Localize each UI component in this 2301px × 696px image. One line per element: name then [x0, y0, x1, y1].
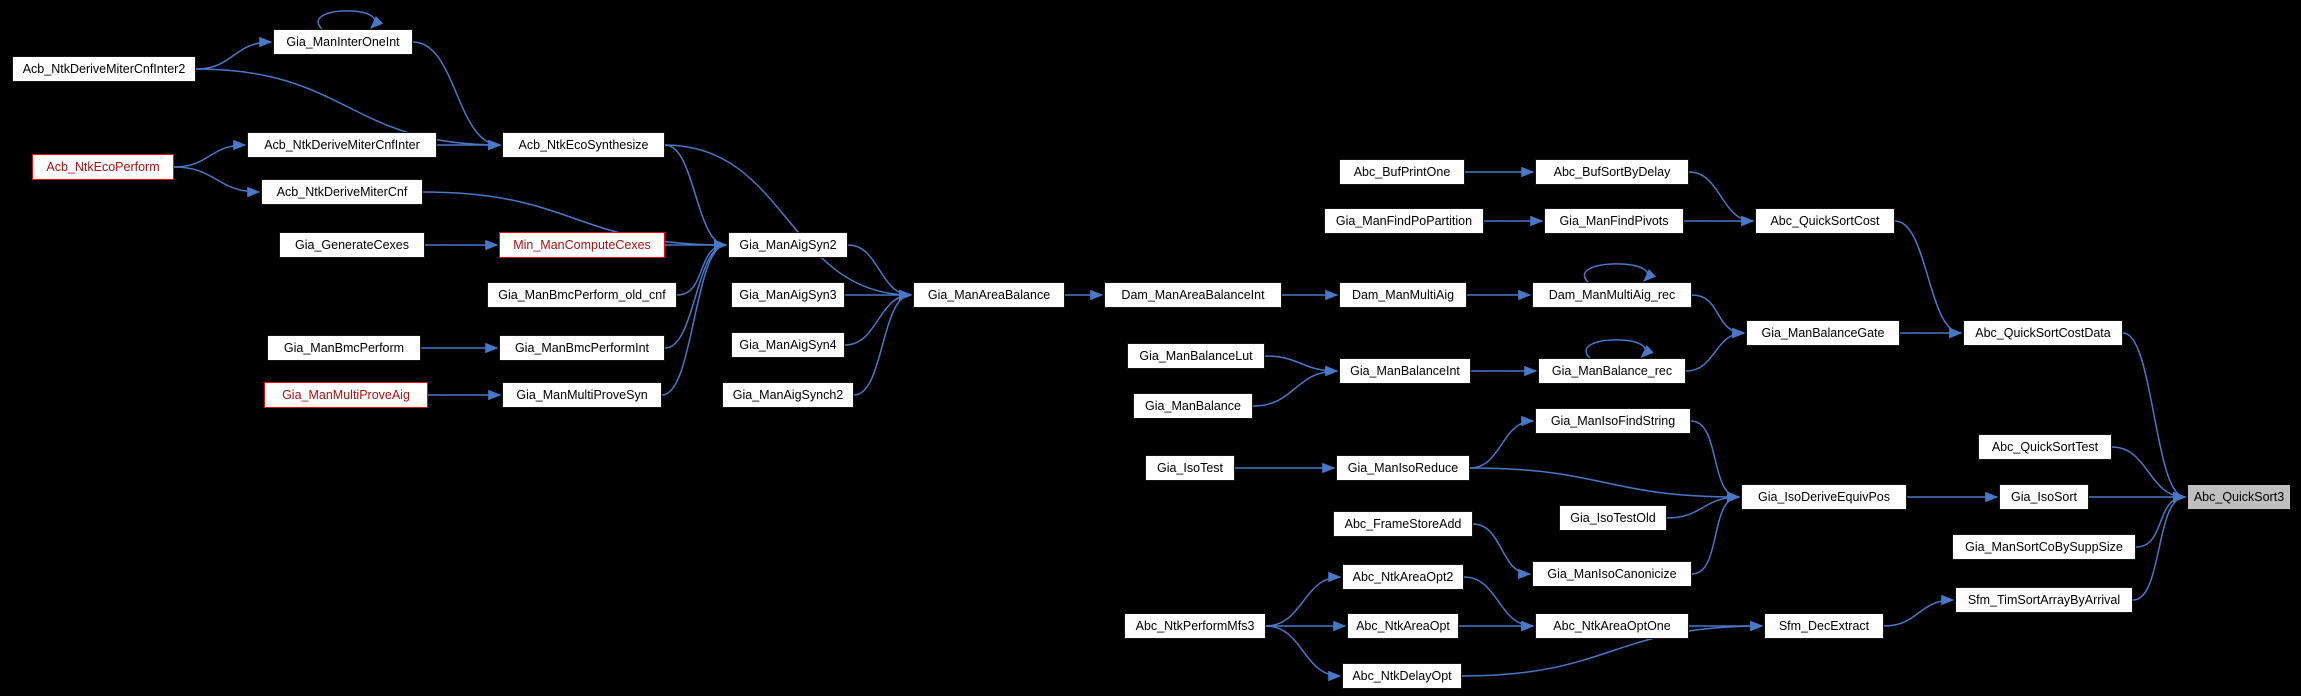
node-Gia_ManSortCoBySuppSize[interactable]: Gia_ManSortCoBySuppSize: [1952, 534, 2136, 560]
node-Sfm_DecExtract[interactable]: Sfm_DecExtract: [1764, 613, 1884, 639]
edge-Gia_ManInterOneInt-Acb_NtkEcoSynthesize: [412, 41, 502, 151]
edge-Gia_IsoTestOld-Gia_IsoDeriveEquivPos: [1666, 491, 1741, 519]
node-Acb_NtkDeriveMiterCnf[interactable]: Acb_NtkDeriveMiterCnf: [261, 179, 423, 205]
node-Gia_ManIsoFindString[interactable]: Gia_ManIsoFindString: [1535, 408, 1691, 434]
node-Dam_ManMultiAig[interactable]: Dam_ManMultiAig: [1339, 282, 1467, 308]
edge-Acb_NtkEcoSynthesize-Gia_ManAreaBalance: [664, 144, 913, 301]
edge-Gia_ManAigSyn4-Gia_ManAreaBalance: [844, 289, 913, 346]
edge-Dam_ManMultiAig_rec-Dam_ManMultiAig_rec: [1583, 263, 1657, 283]
edge-Acb_NtkDeriveMiterCnf-Gia_ManAigSyn2: [422, 191, 728, 251]
node-Gia_ManAigSyn2[interactable]: Gia_ManAigSyn2: [728, 232, 848, 258]
node-Gia_ManInterOneInt[interactable]: Gia_ManInterOneInt: [273, 29, 413, 55]
edge-Acb_NtkDeriveMiterCnfInter2-Gia_ManInterOneInt: [195, 36, 273, 70]
node-Gia_ManMultiProveSyn[interactable]: Gia_ManMultiProveSyn: [502, 382, 662, 408]
edge-Gia_ManInterOneInt-Gia_ManInterOneInt: [317, 10, 384, 30]
edge-Sfm_DecExtract-Sfm_TimSortArrayByArrival: [1883, 594, 1955, 627]
node-Abc_BufPrintOne[interactable]: Abc_BufPrintOne: [1339, 159, 1465, 185]
edge-Gia_ManBalance_rec-Gia_ManBalanceGate: [1685, 327, 1746, 372]
node-Gia_ManIsoReduce[interactable]: Gia_ManIsoReduce: [1336, 455, 1470, 481]
node-Abc_QuickSort3: Abc_QuickSort3: [2187, 484, 2291, 510]
node-Gia_ManIsoCanonicize[interactable]: Gia_ManIsoCanonicize: [1532, 561, 1692, 587]
edge-Abc_NtkDelayOpt-Sfm_DecExtract: [1461, 620, 1764, 677]
node-Abc_QuickSortCostData[interactable]: Abc_QuickSortCostData: [1963, 320, 2123, 346]
edge-Gia_ManAigSynch2-Gia_ManAreaBalance: [853, 289, 913, 396]
node-Abc_NtkPerformMfs3[interactable]: Abc_NtkPerformMfs3: [1124, 613, 1266, 639]
node-Abc_NtkAreaOpt2[interactable]: Abc_NtkAreaOpt2: [1342, 564, 1464, 590]
node-Gia_ManAigSynch2[interactable]: Gia_ManAigSynch2: [722, 382, 854, 408]
node-Abc_FrameStoreAdd[interactable]: Abc_FrameStoreAdd: [1333, 511, 1473, 537]
node-Gia_ManFindPivots[interactable]: Gia_ManFindPivots: [1544, 208, 1684, 234]
node-Gia_ManBalanceLut[interactable]: Gia_ManBalanceLut: [1127, 343, 1265, 369]
node-Gia_ManBmcPerform[interactable]: Gia_ManBmcPerform: [267, 335, 421, 361]
node-Min_ManComputeCexes[interactable]: Min_ManComputeCexes: [499, 232, 665, 258]
node-Gia_IsoTest[interactable]: Gia_IsoTest: [1145, 455, 1235, 481]
node-Gia_ManFindPoPartition[interactable]: Gia_ManFindPoPartition: [1324, 208, 1484, 234]
edge-Gia_ManIsoReduce-Gia_ManIsoFindString: [1469, 415, 1535, 469]
edge-Abc_FrameStoreAdd-Gia_ManIsoCanonicize: [1472, 523, 1532, 580]
node-Gia_ManAigSyn3[interactable]: Gia_ManAigSyn3: [731, 282, 845, 308]
node-Abc_QuickSortTest[interactable]: Abc_QuickSortTest: [1978, 434, 2112, 460]
node-Gia_ManBalanceInt[interactable]: Gia_ManBalanceInt: [1339, 358, 1471, 384]
node-Abc_NtkAreaOpt[interactable]: Abc_NtkAreaOpt: [1347, 613, 1459, 639]
edge-Dam_ManMultiAig_rec-Gia_ManBalanceGate: [1691, 294, 1746, 339]
node-Gia_IsoTestOld[interactable]: Gia_IsoTestOld: [1559, 505, 1667, 531]
edge-Abc_NtkPerformMfs3-Abc_NtkAreaOpt2: [1265, 571, 1342, 627]
edge-Gia_ManBalance-Gia_ManBalanceInt: [1252, 365, 1339, 407]
node-Acb_NtkDeriveMiterCnfInter[interactable]: Acb_NtkDeriveMiterCnfInter: [247, 132, 437, 158]
node-Acb_NtkEcoPerform[interactable]: Acb_NtkEcoPerform: [32, 154, 174, 180]
node-Sfm_TimSortArrayByArrival[interactable]: Sfm_TimSortArrayByArrival: [1955, 587, 2133, 613]
edge-Acb_NtkEcoSynthesize-Gia_ManAigSyn2: [664, 144, 728, 251]
edge-Gia_ManIsoFindString-Gia_IsoDeriveEquivPos: [1690, 420, 1741, 503]
node-Gia_ManBmcPerform_old_cnf[interactable]: Gia_ManBmcPerform_old_cnf: [487, 282, 677, 308]
node-Gia_ManAigSyn4[interactable]: Gia_ManAigSyn4: [731, 332, 845, 358]
node-Gia_ManMultiProveAig[interactable]: Gia_ManMultiProveAig: [264, 382, 428, 408]
node-Gia_ManAreaBalance[interactable]: Gia_ManAreaBalance: [913, 282, 1065, 308]
edge-Gia_ManIsoReduce-Gia_IsoDeriveEquivPos: [1469, 467, 1741, 503]
edge-Abc_QuickSortCost-Abc_QuickSortCostData: [1894, 220, 1963, 339]
node-Dam_ManAreaBalanceInt[interactable]: Dam_ManAreaBalanceInt: [1104, 282, 1282, 308]
edge-Acb_NtkDeriveMiterCnfInter2-Acb_NtkEcoSynthesize: [195, 68, 502, 151]
node-Gia_ManBalance_rec[interactable]: Gia_ManBalance_rec: [1538, 358, 1686, 384]
edge-Abc_BufSortByDelay-Abc_QuickSortCost: [1688, 171, 1755, 227]
edge-Gia_ManBalance_rec-Gia_ManBalance_rec: [1585, 339, 1654, 359]
node-Gia_ManBalanceGate[interactable]: Gia_ManBalanceGate: [1746, 320, 1900, 346]
node-Gia_GenerateCexes[interactable]: Gia_GenerateCexes: [279, 232, 425, 258]
node-Abc_QuickSortCost[interactable]: Abc_QuickSortCost: [1755, 208, 1895, 234]
edge-Abc_NtkAreaOpt2-Abc_NtkAreaOptOne: [1463, 576, 1535, 632]
node-Gia_IsoSort[interactable]: Gia_IsoSort: [1999, 484, 2089, 510]
edge-Gia_ManIsoCanonicize-Gia_IsoDeriveEquivPos: [1691, 491, 1741, 575]
node-Gia_ManBmcPerformInt[interactable]: Gia_ManBmcPerformInt: [499, 335, 665, 361]
edge-Gia_ManMultiProveSyn-Gia_ManAigSyn2: [661, 239, 728, 396]
edge-Sfm_TimSortArrayByArrival-Abc_QuickSort3: [2132, 491, 2187, 601]
node-Abc_NtkDelayOpt[interactable]: Abc_NtkDelayOpt: [1342, 663, 1462, 689]
node-Acb_NtkDeriveMiterCnfInter2[interactable]: Acb_NtkDeriveMiterCnfInter2: [12, 56, 196, 82]
edge-Acb_NtkEcoPerform-Acb_NtkDeriveMiterCnf: [173, 166, 261, 198]
node-Acb_NtkEcoSynthesize[interactable]: Acb_NtkEcoSynthesize: [502, 132, 665, 158]
node-Abc_BufSortByDelay[interactable]: Abc_BufSortByDelay: [1535, 159, 1689, 185]
node-Abc_NtkAreaOptOne[interactable]: Abc_NtkAreaOptOne: [1535, 613, 1689, 639]
edge-Acb_NtkEcoPerform-Acb_NtkDeriveMiterCnfInter: [173, 139, 247, 168]
edge-Abc_NtkPerformMfs3-Abc_NtkDelayOpt: [1265, 625, 1342, 682]
node-Gia_ManBalance[interactable]: Gia_ManBalance: [1133, 393, 1253, 419]
edge-Abc_QuickSortCostData-Abc_QuickSort3: [2122, 332, 2187, 503]
node-Dam_ManMultiAig_rec[interactable]: Dam_ManMultiAig_rec: [1532, 282, 1692, 308]
edge-Gia_ManAigSyn2-Gia_ManAreaBalance: [847, 244, 913, 301]
edge-Gia_ManBalanceLut-Gia_ManBalanceInt: [1264, 355, 1339, 377]
node-Gia_IsoDeriveEquivPos[interactable]: Gia_IsoDeriveEquivPos: [1741, 484, 1907, 510]
